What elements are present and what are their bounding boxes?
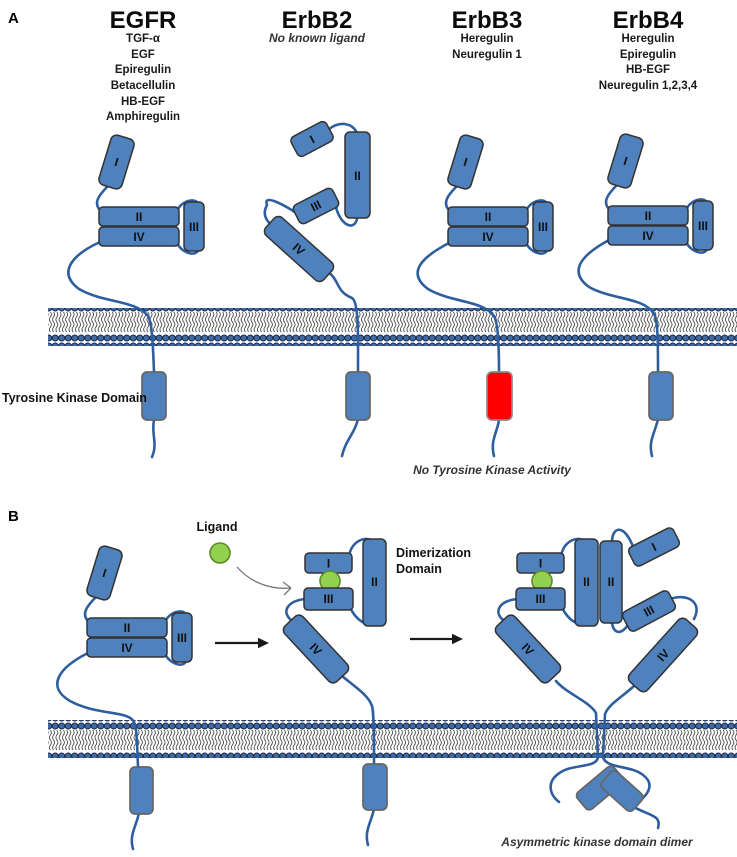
domain-II-dimerization <box>599 540 623 624</box>
ligand-label: Ligand <box>197 520 238 534</box>
receptor-tail <box>491 418 501 458</box>
receptor-tail <box>416 241 501 374</box>
panel-a-label: A <box>8 10 19 27</box>
receptor-erbb3 <box>444 132 555 255</box>
connector-curve <box>610 621 630 634</box>
ligand-item: Neuregulin 1 <box>452 49 522 61</box>
ligand-list-egfr: TGF-α EGF Epiregulin Betacellulin HB-EGF… <box>106 33 180 123</box>
receptor-tail <box>649 417 660 458</box>
receptor-egfr <box>95 132 206 255</box>
domain-III: III <box>292 187 340 225</box>
ligand-item: HB-EGF <box>626 64 670 76</box>
connector-curve <box>326 122 359 135</box>
domain-I: I <box>290 120 334 158</box>
tyrosine-kinase-domain-label: Tyrosine Kinase Domain <box>2 391 147 405</box>
domain-label-i: I <box>649 540 658 554</box>
ligand-item: EGF <box>131 49 155 61</box>
asymmetric-kinase-dimer-label: Asymmetric kinase domain dimer <box>500 835 694 849</box>
kinase-domain-erbb2 <box>345 371 371 421</box>
kinase-domain-open-receptor <box>362 763 388 811</box>
dimerization-domain-label-line2: Domain <box>396 562 442 576</box>
receptor-tail <box>577 238 660 373</box>
ligand-binding-arrow <box>236 566 292 589</box>
receptor-tail <box>67 240 156 374</box>
ligand-item: Heregulin <box>621 33 674 45</box>
step-arrow-1-head <box>258 637 269 649</box>
domain-label-ii: II <box>608 575 615 589</box>
connector-curve <box>263 198 300 228</box>
ligand-item: HB-EGF <box>121 96 165 108</box>
kinase-domain-erbb4 <box>648 371 674 421</box>
header-erbb2: ErbB2 <box>282 7 353 34</box>
domain-II <box>344 131 371 219</box>
domain-label-i: I <box>307 132 317 146</box>
header-erbb4: ErbB4 <box>613 7 684 34</box>
ligand-item: Epiregulin <box>115 64 171 76</box>
dimerization-domain-label: Dimerization <box>396 546 471 560</box>
ligand-item: Heregulin <box>460 33 513 45</box>
kinase-domain-egfr <box>141 371 167 421</box>
ligand-item: Amphiregulin <box>106 111 180 123</box>
ligand-list-erbb4: Heregulin Epiregulin HB-EGF Neuregulin 1… <box>599 33 698 92</box>
kinase-domain-monomer <box>129 766 154 815</box>
receptor-open-ligand-bound <box>279 537 388 687</box>
receptor-erbb2: I II III IV <box>263 120 371 283</box>
panel-b-label: B <box>8 508 19 525</box>
receptor-tail <box>554 679 600 759</box>
receptor-tail <box>150 418 156 459</box>
domain-I: I <box>627 527 681 567</box>
header-erbb3: ErbB3 <box>452 7 523 34</box>
kinase-domain-erbb3-inactive <box>486 371 513 421</box>
ligand-item: Neuregulin 1,2,3,4 <box>599 80 698 92</box>
kinase-dimer-tail <box>549 755 600 804</box>
no-known-ligand-note: No known ligand <box>269 31 366 45</box>
dimer-left-receptor <box>491 537 600 687</box>
domain-IV: IV <box>263 215 335 283</box>
step-arrow-2-head <box>452 633 463 645</box>
receptor-tail <box>601 684 636 759</box>
plasma-membrane-a <box>48 308 737 346</box>
connector-curve <box>610 528 636 551</box>
kinase-dimer-tail <box>601 755 651 800</box>
receptor-tail <box>340 417 360 458</box>
plasma-membrane-b <box>48 720 737 758</box>
receptor-tail <box>334 669 376 766</box>
receptor-monomer-closed <box>83 543 194 666</box>
receptor-erbb4 <box>604 131 715 254</box>
dimer-right-receptor: II I III IV <box>599 527 699 693</box>
domain-III: III <box>621 590 677 632</box>
header-egfr: EGFR <box>110 7 177 34</box>
receptor-tail <box>324 268 360 373</box>
domain-IV: IV <box>627 617 699 693</box>
receptor-tail <box>130 811 141 851</box>
ligand-item: TGF-α <box>126 33 160 45</box>
domain-label-ii: II <box>354 169 361 183</box>
receptor-tail <box>56 651 140 768</box>
ligand-item: Epiregulin <box>620 49 676 61</box>
ligand-list-erbb3: Heregulin Neuregulin 1 <box>452 33 522 61</box>
asymmetric-kinase-dimer-right <box>600 769 644 813</box>
receptor-tail <box>365 807 376 847</box>
ligand-binding-arrowhead <box>282 581 292 596</box>
ligand-item: Betacellulin <box>111 80 176 92</box>
connector-curve <box>668 595 698 621</box>
free-ligand-circle <box>209 542 231 564</box>
no-tyrosine-kinase-activity-label: No Tyrosine Kinase Activity <box>413 463 572 477</box>
